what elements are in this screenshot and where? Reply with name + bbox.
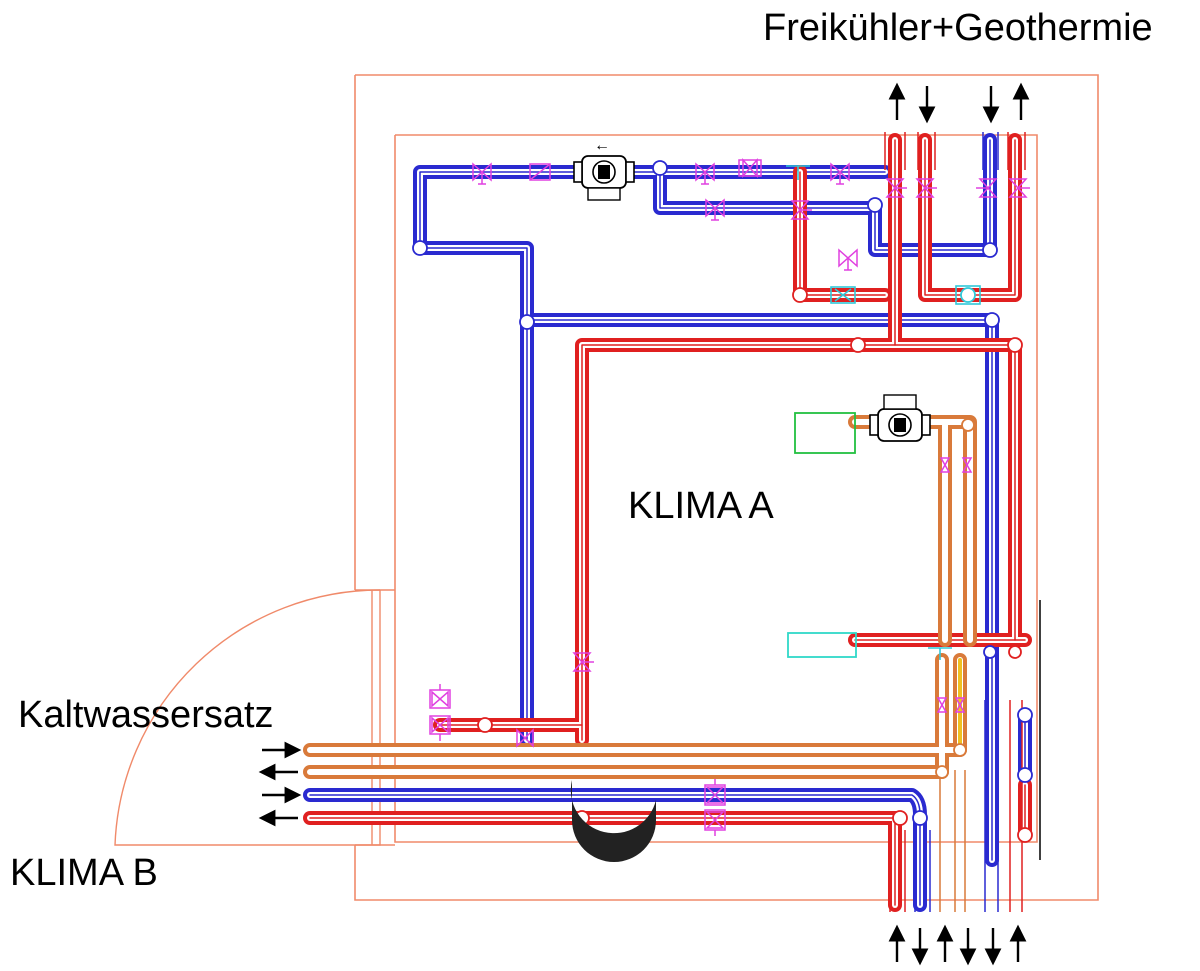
label-klima-a: KLIMA A — [628, 485, 774, 527]
door-swing — [114, 589, 381, 846]
label-kaltwassersatz: Kaltwassersatz — [18, 694, 274, 736]
cyan-unit — [787, 632, 857, 658]
label-freikuehler: Freikühler+Geothermie — [763, 7, 1153, 49]
fittings — [786, 165, 981, 660]
orange-pipes — [303, 415, 977, 779]
valves — [429, 158, 1030, 836]
pump-direction-arrow: ← — [594, 137, 610, 154]
pump-top — [573, 155, 635, 201]
supply-pipes — [303, 133, 1032, 912]
arrows-top — [888, 82, 1030, 124]
arrows-bottom — [888, 924, 1027, 966]
label-klima-b: KLIMA B — [10, 852, 158, 894]
bottom-risers — [889, 700, 1023, 912]
arrows-left — [258, 741, 302, 827]
pipe-bends — [412, 160, 1033, 843]
floor-drain — [570, 780, 656, 862]
pump-mid — [869, 394, 931, 442]
green-unit — [794, 412, 856, 454]
top-risers — [884, 132, 1026, 170]
